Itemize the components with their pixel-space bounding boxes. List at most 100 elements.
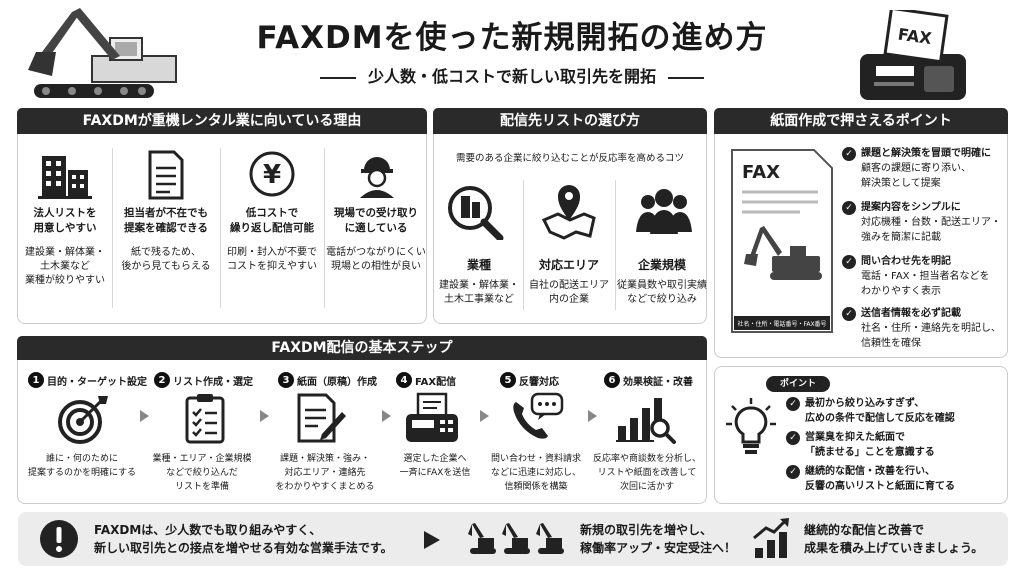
step-1-desc-1: 誰に・何のために xyxy=(45,454,118,464)
reason-1-desc-2: 土木業など xyxy=(40,261,90,272)
paper-point-3-line-1: 問い合わせ先を明記 xyxy=(861,256,951,267)
document-icon xyxy=(148,150,184,200)
list-1-heading: 業種 xyxy=(466,258,491,272)
step-2-desc-1: 業種・エリア・企業規模 xyxy=(152,454,252,464)
reason-3-desc-1: 印刷・封入が不要で xyxy=(227,247,317,258)
reason-4-desc-2: 現場との相性が良い xyxy=(331,261,421,272)
step-arrow-icon xyxy=(382,410,391,422)
paper-point-2: ✓ 提案内容をシンプルに対応機種・台数・配送エリア・強みを簡潔に記載 xyxy=(842,200,1004,245)
paper-point-4-line-3: 信頼性を確保 xyxy=(861,338,921,349)
chart-magnifier-icon xyxy=(616,398,676,444)
check-icon: ✓ xyxy=(842,255,856,269)
paper-point-4-line-1: 送信者情報を必ず記載 xyxy=(861,308,961,319)
paper-point-3-line-2: 電話・FAX・担当者名などを xyxy=(861,271,990,282)
reason-2-heading-2: 提案を確認できる xyxy=(124,222,208,234)
step-3-desc: 課題・解決策・強み・対応エリア・連絡先をわかりやすくまとめる xyxy=(270,452,380,494)
point-item-1: ✓ 最初から絞り込みすぎず、広めの条件で配信して反応を確認 xyxy=(786,396,1004,426)
building-icon xyxy=(38,156,92,199)
step-3-number: 3 xyxy=(278,372,294,388)
list-2-desc-1: 自社の配送エリア xyxy=(529,280,609,291)
reason-4-desc-1: 電話がつながりにくい xyxy=(326,247,426,258)
step-6-title: 効果検証・改善 xyxy=(623,376,693,388)
step-2-desc-2: などで絞り込んだ xyxy=(166,468,238,478)
step-6-desc-3: 次回に活かす xyxy=(619,482,674,492)
check-icon: ✓ xyxy=(786,465,800,479)
step-arrow-icon xyxy=(588,410,597,422)
step-5-number: 5 xyxy=(500,372,516,388)
step-4-number: 4 xyxy=(396,372,412,388)
step-2-desc: 業種・エリア・企業規模などで絞り込んだリストを準備 xyxy=(150,452,254,494)
reason-3-heading-1: 低コストで xyxy=(245,207,299,219)
phone-chat-icon xyxy=(513,392,564,439)
step-4-title: FAX配信 xyxy=(415,376,457,388)
list-2-heading: 対応エリア xyxy=(538,258,599,272)
list-col-3: 企業規模 従業員数や取引実績などで絞り込み xyxy=(617,258,707,307)
reasons-title: FAXDMが重機レンタル業に向いている理由 xyxy=(17,108,427,134)
fax-machine-icon xyxy=(406,392,458,442)
point-2-line-2: 「読ませる」ことを意識する xyxy=(805,447,935,458)
step-2-desc-3: リストを準備 xyxy=(174,482,229,492)
paper-point-1-line-2: 顧客の課題に寄り添い、 xyxy=(861,163,971,174)
alert-icon xyxy=(40,520,78,558)
point-2-line-1: 営業臭を抑えた紙面で xyxy=(805,432,905,443)
check-icon: ✓ xyxy=(842,147,856,161)
step-6-desc-2: リストや紙面を改善して xyxy=(597,468,697,478)
step-arrow-icon xyxy=(140,410,149,422)
reason-1-heading-1: 法人リストを xyxy=(33,207,97,219)
summary-mid-1: 新規の取引先を増やし、 xyxy=(580,523,713,537)
summary-right-1: 継続的な配信と改善で xyxy=(804,523,925,537)
summary-left: FAXDMは、少人数でも取り組みやすく、新しい取引先との接点を増やせる有効な営業… xyxy=(94,521,414,557)
reason-3-heading-2: 繰り返し配信可能 xyxy=(230,222,314,234)
paper-point-1-line-1: 課題と解決策を冒頭で明確に xyxy=(861,148,991,159)
fax-doc-footer: 社名・住所・電話番号・FAX番号 xyxy=(737,320,826,328)
map-pin-icon xyxy=(541,185,596,240)
paper-point-1: ✓ 課題と解決策を冒頭で明確に顧客の課題に寄り添い、解決策として提案 xyxy=(842,146,1004,191)
pen-document-icon xyxy=(297,393,346,443)
point-badge: ポイント xyxy=(766,376,830,392)
page-subtitle: 少人数・低コストで新しい取引先を開拓 xyxy=(0,63,1024,87)
people-icon xyxy=(636,189,692,234)
step-5-desc-1: 問い合わせ・資料請求 xyxy=(490,454,581,464)
summary-left-1: FAXDMは、少人数でも取り組みやすく、 xyxy=(94,523,322,537)
point-1-line-1: 最初から絞り込みすぎず、 xyxy=(805,398,925,409)
list-3-desc-1: 従業員数や取引実績 xyxy=(617,280,707,291)
reason-col-1: 法人リストを用意しやすい 建設業・解体業・土木業など業種が絞りやすい xyxy=(20,206,110,288)
point-item-3: ✓ 継続的な配信・改善を行い、反響の高いリストと紙面に育てる xyxy=(786,464,1004,494)
target-icon xyxy=(58,396,108,444)
list-1-desc-1: 建設業・解体業・ xyxy=(439,280,519,291)
point-item-2: ✓ 営業臭を抑えた紙面で「読ませる」ことを意識する xyxy=(786,430,1004,460)
page-title: FAXDMを使った新規開拓の進め方 xyxy=(256,20,768,56)
step-4-desc-1: 選定した企業へ xyxy=(403,454,467,464)
checklist-icon xyxy=(185,394,225,444)
fax-paper-label: FAX xyxy=(897,25,934,49)
step-arrow-icon xyxy=(480,410,489,422)
reason-2-desc-1: 紙で残るため、 xyxy=(131,247,201,258)
paper-point-4-line-2: 社名・住所・連絡先を明記し、 xyxy=(861,323,1001,334)
reason-3-desc-2: コストを抑えやすい xyxy=(227,261,317,272)
fax-machine-illustration: FAX xyxy=(860,10,966,100)
step-5-desc-2: などに迅速に対応し、 xyxy=(490,468,581,478)
point-panel xyxy=(714,366,1008,504)
paper-point-2-line-3: 強みを簡潔に記載 xyxy=(861,232,941,243)
step-1-title: 目的・ターゲット設定 xyxy=(47,376,147,388)
reason-2-heading-1: 担当者が不在でも xyxy=(124,207,208,219)
step-6-desc: 反応率や商談数を分析し、リストや紙面を改善して次回に活かす xyxy=(590,452,704,494)
fax-doc-title: FAX xyxy=(742,162,780,183)
reason-col-4: 現場での受け取りに適している 電話がつながりにくい現場との相性が良い xyxy=(326,206,426,274)
fax-document-illustration: FAX 社名・住所・電話番号・FAX番号 xyxy=(731,149,833,333)
paper-point-4: ✓ 送信者情報を必ず記載社名・住所・連絡先を明記し、信頼性を確保 xyxy=(842,306,1004,351)
list-1-desc-2: 土木工事業など xyxy=(444,294,514,305)
list-col-2: 対応エリア 自社の配送エリア内の企業 xyxy=(525,258,613,307)
list-2-desc-2: 内の企業 xyxy=(549,294,589,305)
summary-right-2: 成果を積み上げていきましょう。 xyxy=(804,541,984,555)
lightbulb-icon xyxy=(726,398,776,454)
excavators-icon xyxy=(468,523,564,554)
yen-icon: ¥ xyxy=(249,151,295,197)
step-2-title: リスト作成・選定 xyxy=(173,376,253,388)
summary-arrow-icon xyxy=(424,531,440,549)
paper-point-2-line-2: 対応機種・台数・配送エリア・ xyxy=(861,217,1001,228)
summary-mid: 新規の取引先を増やし、稼働率アップ・安定受注へ！ xyxy=(580,521,744,557)
